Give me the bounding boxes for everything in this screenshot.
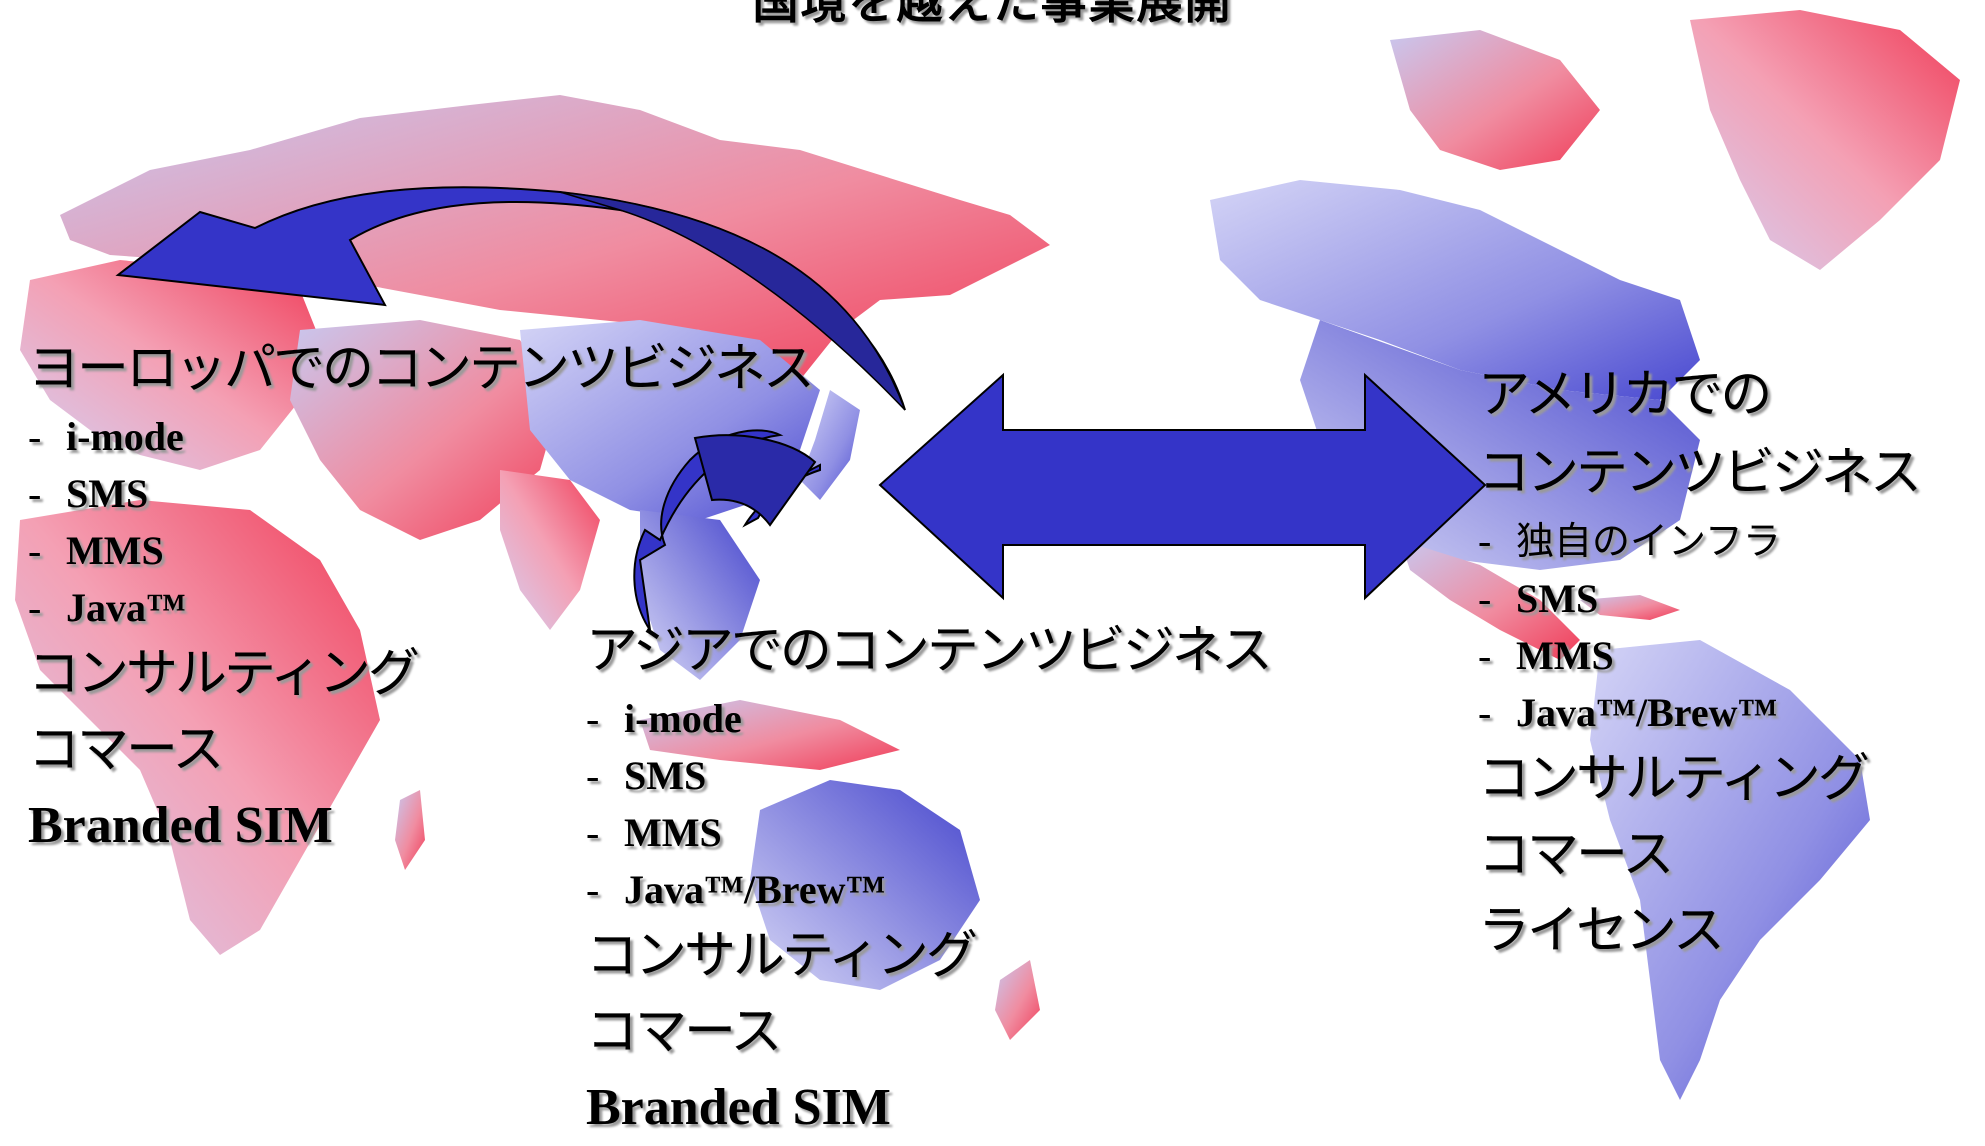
asia-block: アジアでのコンテンツビジネス -i-mode -SMS -MMS -Java™/… — [586, 612, 1273, 1146]
map-middle-east — [290, 320, 560, 540]
list-item: -SMS — [28, 471, 149, 516]
map-canada — [1210, 180, 1700, 400]
map-greenland — [1690, 10, 1960, 270]
list-item: -MMS — [586, 810, 722, 855]
america-commerce: コマース — [1478, 825, 1674, 885]
list-item: -Java™/Brew™ — [586, 867, 886, 912]
list-item: -SMS — [1478, 576, 1599, 621]
asia-heading: アジアでのコンテンツビジネス — [586, 621, 1273, 681]
double-arrow — [878, 372, 1487, 601]
map-australia — [750, 780, 980, 990]
map-south-america — [1590, 640, 1870, 1100]
asia-consulting: コンサルティング — [586, 926, 978, 986]
map-india — [500, 470, 600, 630]
map-arctic-islands — [1390, 30, 1600, 170]
map-madagascar — [395, 790, 425, 870]
europe-block: ヨーロッパでのコンテンツビジネス -i-mode -SMS -MMS -Java… — [28, 330, 815, 864]
america-license: ライセンス — [1478, 901, 1725, 961]
europe-commerce: コマース — [28, 720, 224, 780]
curved-arrow-europe-inner — [559, 191, 906, 411]
list-item: -独自のインフラ — [1478, 518, 1781, 563]
asia-items: -i-mode -SMS -MMS -Java™/Brew™ — [586, 690, 1270, 918]
america-heading-line2: コンテンツビジネス — [1478, 443, 1922, 503]
america-items: -独自のインフラ -SMS -MMS -Java™/Brew™ — [1478, 512, 1919, 741]
asia-branded-sim: Branded SIM — [586, 1079, 891, 1136]
map-africa — [15, 500, 380, 955]
map-europe — [20, 260, 320, 470]
list-item: -MMS — [28, 528, 164, 573]
america-heading-line1: アメリカでの — [1478, 365, 1772, 425]
map-caribbean — [1580, 595, 1680, 620]
america-block: アメリカでの コンテンツビジネス -独自のインフラ -SMS -MMS -Jav… — [1478, 356, 1922, 969]
curved-arrow-asia-head — [693, 434, 817, 527]
list-item: -i-mode — [28, 414, 184, 459]
europe-branded-sim: Branded SIM — [28, 797, 333, 854]
list-item: -Java™ — [28, 585, 186, 630]
map-nz — [995, 960, 1040, 1040]
europe-items: -i-mode -SMS -MMS -Java™ — [28, 408, 812, 636]
map-se-asia — [640, 510, 760, 680]
list-item: -MMS — [1478, 633, 1614, 678]
europe-consulting: コンサルティング — [28, 644, 420, 704]
map-indonesia — [640, 700, 900, 770]
page-title: 国境を越えた事業展開 — [752, 0, 1233, 29]
list-item: -Java™/Brew™ — [1478, 690, 1778, 735]
list-item: -SMS — [586, 753, 707, 798]
america-consulting: コンサルティング — [1478, 749, 1870, 809]
europe-heading: ヨーロッパでのコンテンツビジネス — [28, 339, 815, 399]
map-mexico — [1400, 540, 1580, 660]
list-item: -i-mode — [586, 696, 742, 741]
asia-commerce: コマース — [586, 1002, 782, 1062]
